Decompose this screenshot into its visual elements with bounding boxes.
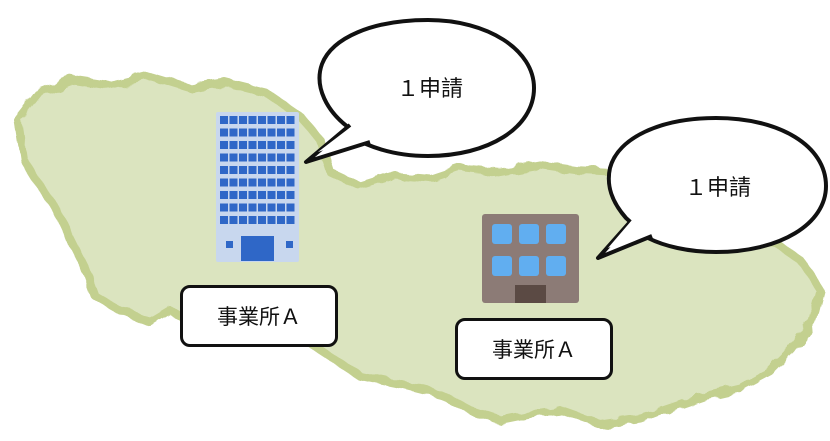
office-window: [492, 224, 512, 244]
tower-window: [267, 128, 276, 137]
office-window: [519, 224, 539, 244]
tower-window: [258, 153, 266, 162]
tower-window: [258, 141, 266, 149]
tower-window: [229, 191, 238, 199]
tower-window: [239, 141, 247, 149]
tower-window: [239, 178, 247, 187]
office-window: [546, 256, 566, 276]
small-office-building-icon: [482, 214, 579, 303]
tower-window: [277, 153, 285, 162]
office-label-a: 事業所Ａ: [180, 285, 338, 347]
tower-window: [220, 178, 228, 187]
tower-window: [248, 216, 257, 224]
tower-window: [248, 191, 257, 199]
tower-window: [286, 178, 295, 187]
tower-window: [277, 216, 285, 224]
tower-window: [229, 141, 238, 149]
tower-window: [239, 203, 247, 212]
office-label-b-text: 事業所Ａ: [492, 338, 576, 362]
tower-window: [277, 128, 285, 137]
tower-window: [267, 203, 276, 212]
office-label-b: 事業所Ａ: [455, 318, 613, 380]
tower-window: [220, 153, 228, 162]
tower-window: [267, 216, 276, 224]
tower-window: [220, 191, 228, 199]
tower-window: [267, 178, 276, 187]
tower-window: [239, 128, 247, 137]
tower-window: [277, 178, 285, 187]
office-window: [546, 224, 566, 244]
tower-window: [277, 141, 285, 149]
tower-window: [277, 166, 285, 174]
tower-window: [220, 166, 228, 174]
tower-window: [258, 116, 266, 124]
office-window: [492, 256, 512, 276]
tower-window: [220, 141, 228, 149]
tower-window: [286, 191, 295, 199]
speech-bubble-a-shape: [317, 18, 536, 158]
tower-window: [229, 153, 238, 162]
tower-window: [248, 166, 257, 174]
tower-window: [277, 203, 285, 212]
tower-window: [220, 216, 228, 224]
tower-window: [220, 128, 228, 137]
tower-window: [229, 203, 238, 212]
tower-window: [286, 166, 295, 174]
tower-side-window: [226, 241, 233, 248]
tower-window: [258, 191, 266, 199]
tower-window: [258, 216, 266, 224]
tower-window: [220, 116, 228, 124]
tower-window: [286, 203, 295, 212]
tower-window: [277, 191, 285, 199]
tower-window: [248, 128, 257, 137]
tower-window: [248, 153, 257, 162]
speech-bubble-b-shape: [606, 116, 828, 254]
tower-window: [258, 178, 266, 187]
bubble-text-b: １申請: [684, 176, 751, 201]
tower-window: [286, 116, 295, 124]
speech-bubble-b: [596, 116, 828, 260]
tower-window: [267, 153, 276, 162]
office-door: [515, 285, 546, 303]
tower-window: [229, 178, 238, 187]
tower-window: [286, 141, 295, 149]
office-window: [519, 256, 539, 276]
tower-window: [286, 153, 295, 162]
tower-window: [229, 128, 238, 137]
tower-window: [220, 203, 228, 212]
tower-window: [267, 166, 276, 174]
tower-door: [241, 236, 274, 261]
tower-window: [248, 178, 257, 187]
tower-window: [267, 116, 276, 124]
tower-windows: [220, 116, 295, 248]
tower-window: [248, 141, 257, 149]
tower-window: [229, 166, 238, 174]
tower-window: [267, 191, 276, 199]
tower-window: [239, 116, 247, 124]
tower-window: [277, 116, 285, 124]
tower-window: [229, 116, 238, 124]
tower-window: [267, 141, 276, 149]
tower-window: [229, 216, 238, 224]
tower-window: [248, 203, 257, 212]
bubble-text-a: １申請: [396, 77, 463, 102]
tower-window: [239, 216, 247, 224]
tower-window: [239, 191, 247, 199]
office-windows: [492, 224, 566, 276]
tower-window: [258, 203, 266, 212]
tower-window: [286, 216, 295, 224]
tower-window: [239, 153, 247, 162]
speech-bubble-a: [304, 18, 536, 164]
office-tower-icon: [216, 112, 299, 262]
tower-side-window: [286, 241, 293, 248]
tower-window: [286, 128, 295, 137]
office-label-a-text: 事業所Ａ: [217, 305, 301, 329]
tower-body: [216, 112, 299, 262]
tower-window: [258, 166, 266, 174]
tower-window: [239, 166, 247, 174]
tower-window: [258, 128, 266, 137]
tower-window: [248, 116, 257, 124]
